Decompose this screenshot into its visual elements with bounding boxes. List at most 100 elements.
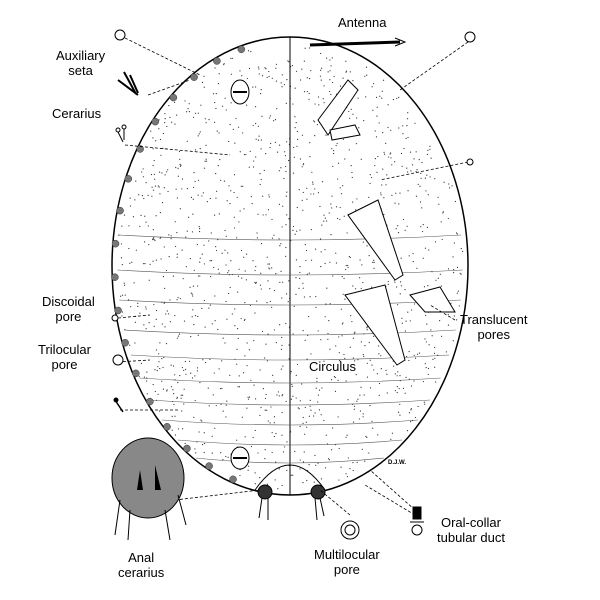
stipple-dot bbox=[351, 176, 353, 179]
label-anal-cerarius: Anal cerarius bbox=[118, 550, 164, 580]
stipple-dot bbox=[302, 416, 304, 419]
stipple-dot bbox=[260, 243, 263, 245]
stipple-dot bbox=[329, 59, 331, 61]
stipple-dot bbox=[354, 288, 357, 290]
stipple-dot bbox=[386, 392, 388, 394]
stipple-dot bbox=[292, 103, 294, 105]
stipple-dot bbox=[381, 184, 383, 186]
stipple-dot bbox=[203, 442, 206, 445]
stipple-dot bbox=[292, 225, 295, 228]
stipple-dot bbox=[182, 394, 184, 396]
cerarius-mark bbox=[213, 57, 221, 65]
stipple-dot bbox=[149, 263, 151, 265]
stipple-dot bbox=[281, 394, 284, 396]
stipple-dot bbox=[230, 260, 232, 262]
stipple-dot bbox=[192, 198, 194, 200]
stipple-dot bbox=[405, 137, 407, 140]
stipple-dot bbox=[239, 210, 241, 212]
stipple-dot bbox=[234, 142, 236, 144]
stipple-dot bbox=[129, 197, 131, 199]
stipple-dot bbox=[421, 161, 423, 164]
stipple-dot bbox=[371, 86, 373, 88]
stipple-dot bbox=[169, 321, 171, 323]
stipple-dot bbox=[329, 303, 331, 305]
stipple-dot bbox=[257, 66, 260, 68]
stipple-dot bbox=[273, 380, 275, 382]
stipple-dot bbox=[337, 162, 340, 164]
stipple-dot bbox=[329, 70, 331, 72]
stipple-dot bbox=[245, 153, 247, 156]
stipple-dot bbox=[271, 432, 273, 434]
stipple-dot bbox=[265, 214, 267, 216]
stipple-dot bbox=[341, 335, 343, 337]
stipple-dot bbox=[222, 337, 224, 339]
stipple-dot bbox=[203, 244, 205, 246]
stipple-dot bbox=[246, 342, 248, 344]
stipple-dot bbox=[193, 186, 195, 189]
stipple-dot bbox=[352, 201, 354, 203]
stipple-dot bbox=[265, 153, 267, 155]
stipple-dot bbox=[190, 335, 192, 338]
stipple-dot bbox=[397, 411, 400, 413]
stipple-dot bbox=[299, 265, 301, 268]
stipple-dot bbox=[279, 281, 281, 283]
stipple-dot bbox=[320, 251, 322, 253]
stipple-dot bbox=[440, 221, 442, 223]
stipple-dot bbox=[262, 388, 265, 390]
stipple-dot bbox=[168, 234, 170, 236]
stipple-dot bbox=[255, 156, 257, 158]
stipple-dot bbox=[333, 75, 335, 78]
stipple-dot bbox=[453, 242, 455, 244]
stipple-dot bbox=[426, 153, 428, 155]
stipple-dot bbox=[360, 341, 362, 343]
stipple-dot bbox=[236, 348, 238, 350]
stipple-dot bbox=[302, 461, 305, 463]
stipple-dot bbox=[342, 322, 344, 324]
stipple-dot bbox=[141, 171, 143, 173]
stipple-dot bbox=[338, 479, 340, 481]
stipple-dot bbox=[383, 213, 385, 216]
stipple-dot bbox=[424, 363, 426, 365]
stipple-dot bbox=[171, 415, 173, 417]
stipple-dot bbox=[262, 214, 264, 216]
stipple-dot bbox=[124, 284, 126, 286]
stipple-dot bbox=[170, 364, 172, 366]
stipple-dot bbox=[250, 379, 252, 381]
stipple-dot bbox=[427, 373, 429, 376]
stipple-dot bbox=[350, 315, 352, 317]
stipple-dot bbox=[266, 483, 269, 485]
label-line: pore bbox=[333, 562, 360, 577]
stipple-dot bbox=[422, 257, 424, 259]
stipple-dot bbox=[258, 73, 260, 75]
stipple-dot bbox=[213, 372, 215, 374]
stipple-dot bbox=[308, 78, 311, 80]
stipple-dot bbox=[425, 341, 427, 343]
stipple-dot bbox=[281, 226, 283, 228]
stipple-dot bbox=[203, 75, 205, 78]
stipple-dot bbox=[339, 218, 341, 221]
stipple-dot bbox=[342, 185, 344, 187]
stipple-dot bbox=[299, 425, 301, 428]
stipple-dot bbox=[278, 468, 280, 470]
stipple-dot bbox=[320, 79, 322, 81]
stipple-dot bbox=[164, 326, 166, 328]
stipple-dot bbox=[208, 119, 210, 121]
stipple-dot bbox=[166, 125, 168, 128]
stipple-dot bbox=[134, 199, 136, 201]
stipple-dot bbox=[299, 468, 301, 470]
stipple-dot bbox=[394, 161, 396, 163]
stipple-dot bbox=[347, 264, 349, 267]
stipple-dot bbox=[197, 285, 199, 287]
stipple-dot bbox=[285, 224, 287, 226]
stipple-dot bbox=[246, 365, 248, 367]
stipple-dot bbox=[286, 141, 288, 143]
stipple-dot bbox=[316, 124, 318, 126]
stipple-dot bbox=[281, 484, 283, 487]
stipple-dot bbox=[293, 146, 295, 149]
stipple-dot bbox=[121, 294, 124, 296]
stipple-dot bbox=[306, 90, 308, 93]
stipple-dot bbox=[255, 265, 257, 268]
stipple-dot bbox=[361, 448, 363, 451]
stipple-dot bbox=[176, 337, 179, 339]
stipple-dot bbox=[205, 361, 207, 364]
